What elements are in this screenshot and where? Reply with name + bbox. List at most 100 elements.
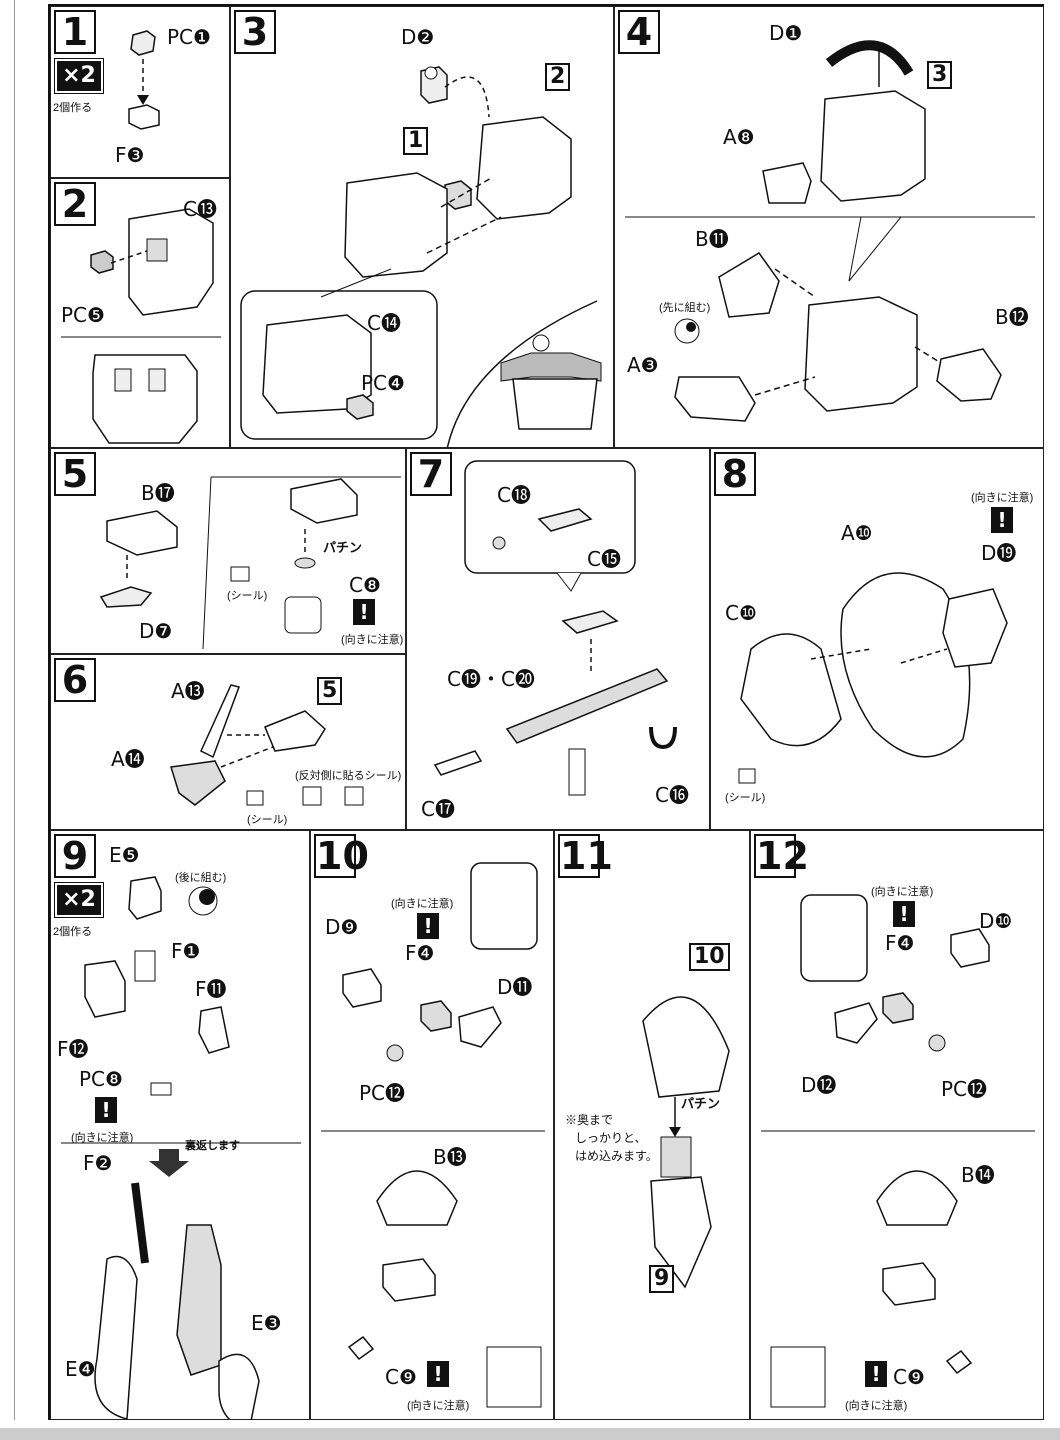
caution-label: (向きに注意) <box>71 1132 134 1144</box>
part-diagram <box>99 476 401 650</box>
part-label: B⓬ <box>995 305 1029 329</box>
step-reference: 5 <box>317 677 343 705</box>
part-diagram <box>240 66 602 447</box>
part-label: F⓫ <box>195 977 227 1001</box>
part-diagram <box>433 460 677 796</box>
x2-note: 2個作る <box>53 926 93 938</box>
step-reference: 10 <box>689 943 730 971</box>
part-diagram <box>61 876 301 1419</box>
step-1-panel: 1 ×2 2個作る PC❶ F❸ <box>50 6 230 178</box>
part-label: A⓮ <box>111 747 145 771</box>
step-number: 9 <box>54 834 96 878</box>
sticker-label: (シール) <box>725 792 766 804</box>
caution-icon: ! <box>865 1361 887 1387</box>
step-number: 4 <box>618 10 660 54</box>
caution-icon: ! <box>353 599 375 625</box>
step-number: 7 <box>410 452 452 496</box>
caution-label: (向きに注意) <box>407 1400 470 1412</box>
part-label: C❿ <box>725 601 757 625</box>
part-label: F⓬ <box>57 1037 89 1061</box>
step-number: 2 <box>54 182 96 226</box>
caution-label: (向きに注意) <box>391 898 454 910</box>
sticker-label: (シール) <box>227 590 268 602</box>
step-8-panel: 8 A❿ D⓳ C❿ ! (向きに注意) (シール) <box>710 448 1044 830</box>
caution-label: (向きに注意) <box>341 634 404 646</box>
caution-icon: ! <box>417 913 439 939</box>
x2-badge: ×2 <box>54 882 104 918</box>
part-label: D❿ <box>979 909 1013 933</box>
part-label: A❿ <box>841 521 873 545</box>
part-label: C⓱ <box>421 797 455 821</box>
snap-label: パチン <box>323 540 363 555</box>
part-label: C❽ <box>349 573 381 597</box>
caution-icon: ! <box>95 1097 117 1123</box>
instruction-line: しっかりと、 <box>575 1131 647 1145</box>
part-label: B⓮ <box>961 1163 995 1187</box>
part-label: D❼ <box>139 619 173 643</box>
part-label: C❾ <box>893 1365 925 1389</box>
step-number: 1 <box>54 10 96 54</box>
part-label: E❺ <box>109 843 140 867</box>
step-number: 5 <box>54 452 96 496</box>
part-label: C⓲ <box>497 483 531 507</box>
part-label: B⓭ <box>433 1145 467 1169</box>
part-label: C⓯ <box>587 547 621 571</box>
part-diagram <box>761 894 1035 1408</box>
part-diagram <box>61 208 221 444</box>
page-bottom-edge <box>0 1428 1060 1440</box>
step-11-panel: 11 10 9 パチン ※奥まで しっかりと、 はめ込みます。 <box>554 830 750 1420</box>
reverse-sticker-label: (反対側に貼るシール) <box>295 770 402 782</box>
caution-label: (向きに注意) <box>971 492 1034 504</box>
part-diagram <box>642 996 730 1289</box>
caution-label: (向きに注意) <box>871 886 934 898</box>
caution-icon: ! <box>893 901 915 927</box>
part-label: D⓳ <box>981 541 1017 565</box>
snap-label: パチン <box>681 1096 721 1111</box>
step-3-panel: 3 D❷ 1 2 C⓮ PC❹ <box>230 6 614 448</box>
part-label: A❸ <box>627 353 659 377</box>
step-number: 8 <box>714 452 756 496</box>
flip-label: 裏返します <box>185 1140 240 1152</box>
step-5-panel: 5 B⓱ D❼ C❽ パチン (シール) ! (向きに注意) <box>50 448 406 654</box>
part-label: C⓳・C⓴ <box>447 667 535 691</box>
part-label: B⓱ <box>141 481 175 505</box>
part-label: E❸ <box>251 1311 282 1335</box>
caution-label: (向きに注意) <box>845 1400 908 1412</box>
step-reference: 9 <box>649 1265 675 1293</box>
part-label: PC❹ <box>361 371 405 395</box>
part-label: C⓭ <box>183 197 217 221</box>
part-diagram <box>625 40 1035 422</box>
part-diagram <box>170 684 364 806</box>
instruction-line: ※奥まで <box>565 1113 614 1127</box>
part-label: D⓬ <box>801 1073 837 1097</box>
step-4-panel: 4 D❶ 3 A❽ B⓫ B⓬ A❸ (先に組む) <box>614 6 1044 448</box>
part-diagram <box>321 862 545 1408</box>
step-10-panel: 10 D❾ F❹ D⓫ PC⓬ B⓭ C❾ ! (向きに注意) ! (向きに注意… <box>310 830 554 1420</box>
instruction-line: はめ込みます。 <box>575 1149 658 1163</box>
part-label: D⓫ <box>497 975 533 999</box>
step-6-panel: 6 A⓭ A⓮ 5 (シール) (反対側に貼るシール) <box>50 654 406 830</box>
sticker-label: (シール) <box>247 814 288 826</box>
x2-badge: ×2 <box>54 58 104 94</box>
part-label: D❶ <box>769 21 803 45</box>
part-label: PC⓬ <box>941 1077 988 1101</box>
part-label: C❾ <box>385 1365 417 1389</box>
part-label: A❽ <box>723 125 755 149</box>
step-reference: 3 <box>927 61 953 89</box>
step-12-panel: 12 F❹ D❿ D⓬ PC⓬ B⓮ C❾ ! (向きに注意) ! (向きに注意… <box>750 830 1044 1420</box>
part-diagram <box>128 30 160 130</box>
pre-assemble-note: (先に組む) <box>659 302 711 314</box>
part-label: PC❽ <box>79 1067 123 1091</box>
part-label: F❷ <box>83 1151 113 1175</box>
part-label: A⓭ <box>171 679 205 703</box>
left-margin-strip <box>0 0 15 1420</box>
step-number: 6 <box>54 658 96 702</box>
post-assemble-note: (後に組む) <box>175 872 227 884</box>
part-label: PC❺ <box>61 303 105 327</box>
part-label: C⓮ <box>367 311 401 335</box>
caution-icon: ! <box>991 507 1013 533</box>
step-reference: 1 <box>403 127 429 155</box>
part-label: C⓰ <box>655 783 689 807</box>
part-diagram <box>738 572 1008 784</box>
step-9-panel: 9 ×2 2個作る E❺ F❶ F⓫ F⓬ PC❽ F❷ E❸ E❹ (後に組む… <box>50 830 310 1420</box>
